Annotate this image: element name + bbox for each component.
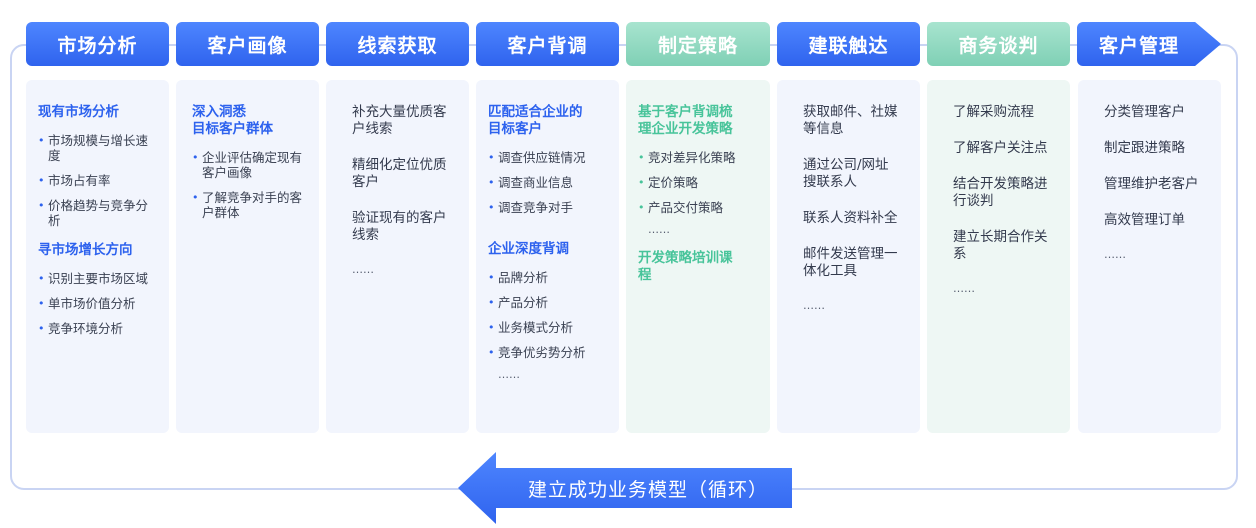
ellipsis: ……	[1104, 248, 1126, 261]
list-item: 了解竞争对手的客户群体	[192, 190, 309, 220]
loop-arrow: 建立成功业务模型（循环）	[458, 452, 792, 524]
list-item: 企业评估确定现有客户画像	[192, 150, 309, 180]
section-title: 企业深度背调	[488, 241, 569, 257]
stage-header-negotiation: 商务谈判	[927, 22, 1070, 66]
section-title: 寻市场增长方向	[38, 242, 133, 258]
ellipsis: ……	[352, 263, 374, 276]
list-item: 邮件发送管理一体化工具	[803, 246, 898, 279]
list-item: 品牌分析	[488, 270, 591, 285]
list-item: 调查供应链情况	[488, 150, 591, 165]
stage-header-strategy: 制定策略	[626, 22, 770, 66]
section-title: 匹配适合企业的目标客户	[488, 104, 583, 137]
stage-card-customer-profile: 深入洞悉 目标客户群体 企业评估确定现有客户画像 了解竞争对手的客户群体	[176, 80, 319, 433]
section-title: 开发策略培训课程	[638, 250, 733, 283]
section-title: 基于客户背调梳理企业开发策略	[638, 104, 733, 137]
list-item: 单市场价值分析	[38, 296, 159, 311]
list-item: 产品交付策略	[638, 200, 744, 215]
stage-header-customer-management: 客户管理	[1077, 22, 1221, 66]
list-item: 联系人资料补全	[803, 210, 898, 226]
list-item: 定价策略	[638, 175, 744, 190]
list-item: 识别主要市场区域	[38, 271, 159, 286]
list-item: 调查竞争对手	[488, 200, 591, 215]
list-item: 竞争优劣势分析	[488, 345, 591, 360]
list-item: 获取邮件、社媒等信息	[803, 104, 898, 137]
stage-header-lead-acquisition: 线索获取	[326, 22, 469, 66]
list-item: 制定跟进策略	[1104, 140, 1185, 156]
list-item: 了解采购流程	[953, 104, 1034, 120]
loop-label: 建立成功业务模型（循环）	[527, 478, 768, 501]
list-item: 竞争环境分析	[38, 321, 159, 336]
list-item: 产品分析	[488, 295, 591, 310]
ellipsis: ……	[648, 223, 670, 236]
stage-card-strategy: 基于客户背调梳理企业开发策略 竞对差异化策略 定价策略 产品交付策略 …… 开发…	[626, 80, 770, 433]
list-item: 验证现有的客户线索	[352, 210, 447, 243]
ellipsis: ……	[498, 368, 520, 381]
section-title: 深入洞悉 目标客户群体	[192, 104, 273, 137]
list-item: 市场规模与增长速度	[38, 133, 159, 163]
stage-card-customer-management: 分类管理客户 制定跟进策略 管理维护老客户 高效管理订单 ……	[1078, 80, 1221, 433]
list-item: 竞对差异化策略	[638, 150, 744, 165]
stage-header-outreach: 建联触达	[777, 22, 920, 66]
stage-header-market-analysis: 市场分析	[26, 22, 169, 66]
list-item: 调查商业信息	[488, 175, 591, 190]
stage-card-lead-acquisition: 补充大量优质客户线索 精细化定位优质客户 验证现有的客户线索 ……	[326, 80, 469, 433]
stage-card-negotiation: 了解采购流程 了解客户关注点 结合开发策略进行谈判 建立长期合作关系 ……	[927, 80, 1070, 433]
stage-card-outreach: 获取邮件、社媒等信息 通过公司/网址搜联系人 联系人资料补全 邮件发送管理一体化…	[777, 80, 920, 433]
list-item: 结合开发策略进行谈判	[953, 176, 1048, 209]
list-item: 了解客户关注点	[953, 140, 1048, 156]
section-title: 现有市场分析	[38, 104, 119, 120]
stage-header-customer-profile: 客户画像	[176, 22, 319, 66]
list-item: 高效管理订单	[1104, 212, 1185, 228]
stage-card-market-analysis: 现有市场分析 市场规模与增长速度 市场占有率 价格趋势与竞争分析 寻市场增长方向…	[26, 80, 169, 433]
list-item: 价格趋势与竞争分析	[38, 198, 159, 228]
stage-header-background-check: 客户背调	[476, 22, 619, 66]
list-item: 建立长期合作关系	[953, 229, 1048, 262]
list-item: 市场占有率	[38, 173, 159, 188]
list-item: 通过公司/网址搜联系人	[803, 157, 889, 190]
list-item: 精细化定位优质客户	[352, 157, 447, 190]
ellipsis: ……	[803, 299, 825, 312]
stage-card-background-check: 匹配适合企业的目标客户 调查供应链情况 调查商业信息 调查竞争对手 企业深度背调…	[476, 80, 619, 433]
list-item: 管理维护老客户	[1104, 176, 1199, 192]
list-item: 补充大量优质客户线索	[352, 104, 447, 137]
ellipsis: ……	[953, 282, 975, 295]
list-item: 业务模式分析	[488, 320, 591, 335]
left-arrow-icon	[458, 452, 792, 524]
list-item: 分类管理客户	[1104, 104, 1185, 120]
